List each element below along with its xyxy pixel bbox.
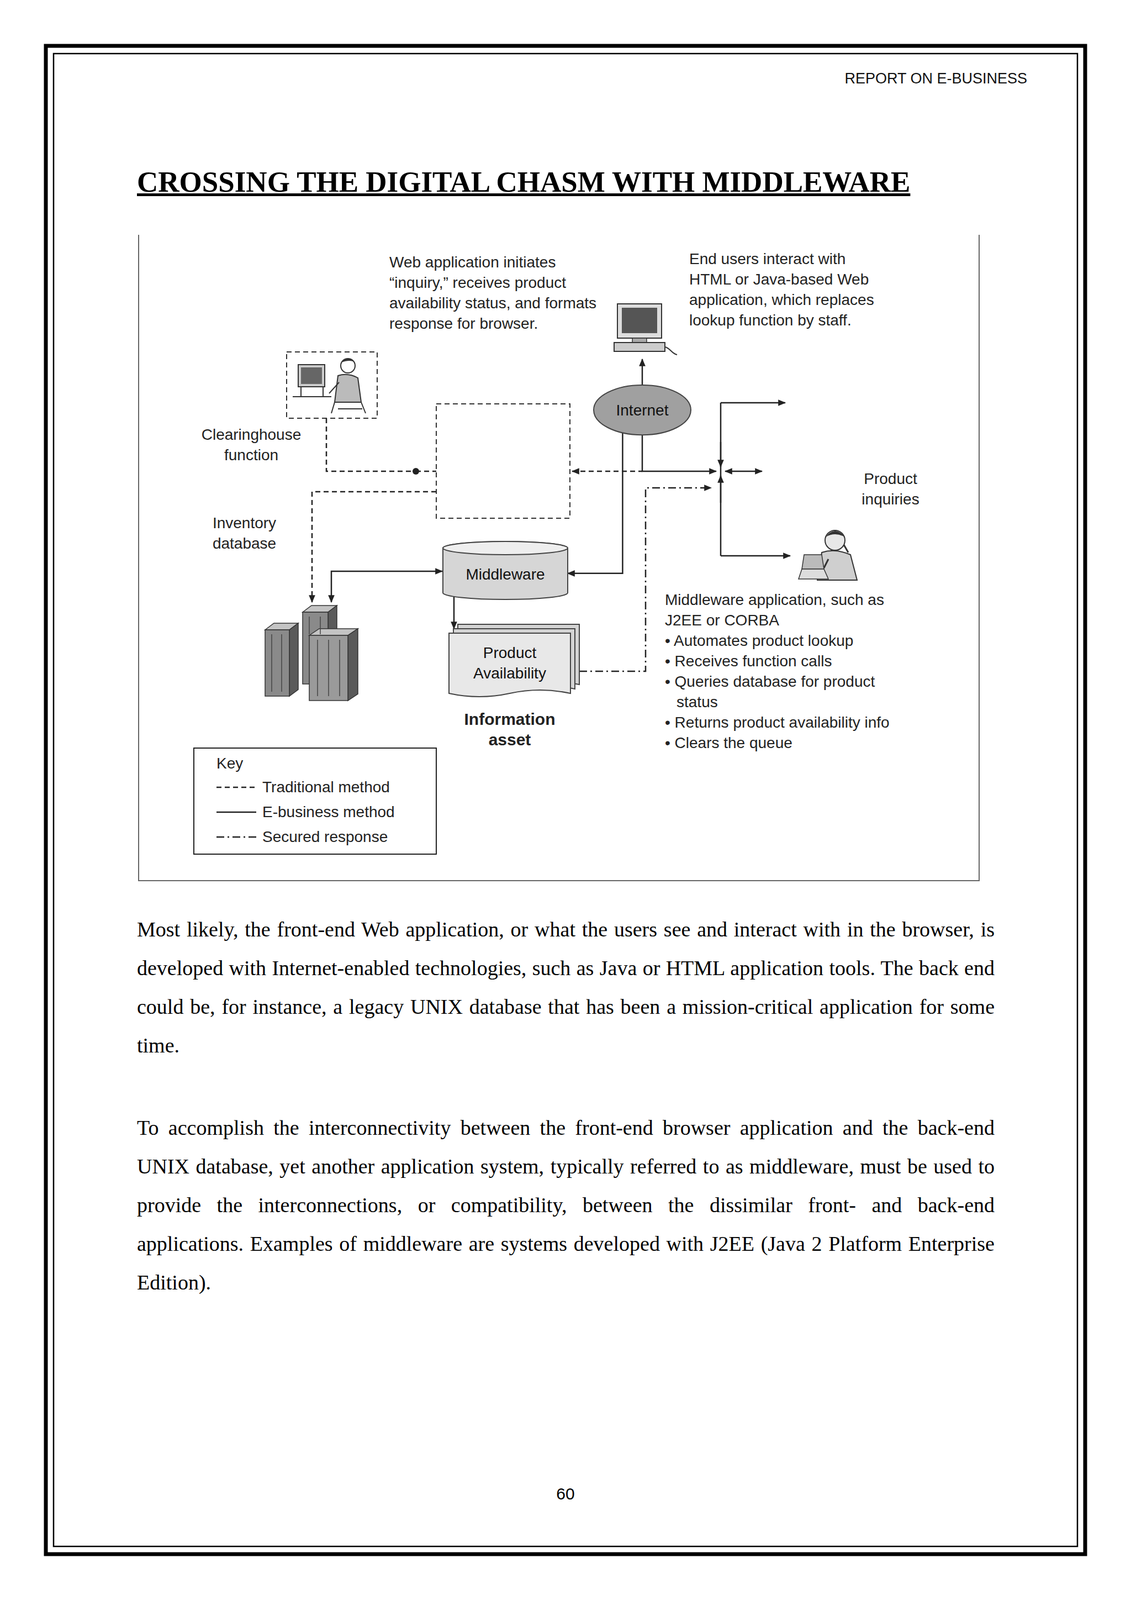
wire bbox=[720, 441, 722, 467]
connector-arrow bbox=[453, 596, 456, 629]
dashed-box bbox=[286, 351, 378, 419]
computer-icon bbox=[617, 303, 662, 338]
wire bbox=[720, 402, 786, 404]
page-number: 60 bbox=[537, 1483, 594, 1504]
legend-text: Traditional method bbox=[262, 776, 390, 797]
legend-text: E-business method bbox=[262, 801, 395, 822]
legend-title: Key bbox=[216, 752, 283, 774]
wire bbox=[415, 470, 437, 473]
wire bbox=[572, 470, 643, 473]
page-title: CROSSING THE DIGITAL CHASM WITH MIDDLEWA… bbox=[136, 164, 911, 200]
bullet-item: • Automates product lookup bbox=[664, 630, 908, 651]
bullet-item: • Returns product availability info bbox=[664, 711, 908, 733]
computer-icon bbox=[614, 342, 665, 352]
node-text: Middleware bbox=[446, 555, 564, 594]
legend-line-sample bbox=[216, 776, 257, 797]
figure-frame bbox=[138, 234, 980, 881]
person-icon bbox=[340, 358, 356, 373]
icon-label: Clearinghouse function bbox=[185, 424, 318, 465]
computer-icon bbox=[632, 337, 647, 343]
callout-text: Web application initiates “inquiry,” rec… bbox=[389, 251, 608, 334]
callout-text: End users interact with HTML or Java-bas… bbox=[689, 248, 880, 331]
callout-heading: Middleware application, such as J2EE or … bbox=[664, 589, 908, 631]
operator-icon bbox=[825, 530, 845, 537]
connector-arrow bbox=[567, 432, 623, 574]
network-ellipse bbox=[593, 384, 691, 435]
operator-icon bbox=[801, 554, 824, 569]
wire bbox=[720, 555, 791, 557]
legend-line-sample bbox=[216, 836, 257, 838]
callout-group: Middleware application, such as J2EE or … bbox=[664, 589, 908, 753]
legend-row: E-business method bbox=[216, 801, 395, 822]
middleware-cylinder: Middleware bbox=[442, 540, 569, 600]
cylinder-top bbox=[442, 541, 568, 555]
server-icon bbox=[289, 622, 299, 696]
legend-line-sample bbox=[216, 811, 257, 813]
wire bbox=[642, 431, 717, 472]
page-border bbox=[45, 45, 1086, 1554]
legend-box bbox=[193, 747, 437, 854]
body-paragraph: Most likely, the front-end Web applicati… bbox=[136, 909, 995, 1065]
person-icon bbox=[292, 386, 332, 397]
network-ellipse: Internet bbox=[593, 384, 692, 436]
wire bbox=[720, 475, 722, 503]
icon-label: Inventory database bbox=[193, 512, 296, 554]
person-icon bbox=[298, 364, 325, 387]
legend-row: Traditional method bbox=[216, 776, 390, 797]
node-heading: Information asset bbox=[454, 708, 565, 750]
body-paragraph: To accomplish the interconnectivity betw… bbox=[136, 1107, 995, 1302]
operator-icon bbox=[825, 530, 845, 551]
server-icon bbox=[271, 616, 340, 696]
dashed-box bbox=[436, 403, 570, 519]
legend-line-sample bbox=[216, 786, 257, 789]
node-text: Internet bbox=[604, 389, 680, 431]
operator-icon bbox=[798, 568, 829, 579]
icon-label: Product inquiries bbox=[842, 468, 939, 510]
computer-icon bbox=[621, 307, 658, 334]
wire bbox=[725, 470, 763, 473]
wire bbox=[720, 402, 722, 556]
computer-icon bbox=[664, 346, 678, 355]
server-icon bbox=[265, 629, 290, 696]
wire bbox=[641, 358, 644, 385]
running-header: REPORT ON E-BUSINESS bbox=[751, 68, 1028, 89]
wire bbox=[331, 571, 443, 602]
person-icon bbox=[341, 358, 356, 363]
operator-icon bbox=[823, 544, 849, 568]
wire bbox=[326, 418, 416, 472]
server-icon bbox=[265, 605, 358, 701]
server-icon bbox=[347, 628, 358, 701]
person-icon bbox=[329, 382, 366, 414]
legend-row: Secured response bbox=[216, 826, 388, 847]
bullet-item: • Clears the queue bbox=[664, 732, 908, 753]
person-icon bbox=[300, 367, 322, 384]
person-icon bbox=[334, 374, 362, 403]
legend-text: Secured response bbox=[262, 826, 388, 847]
document-stack: Product AvailabilityInformation asset bbox=[448, 624, 580, 698]
bullet-item: • Queries database for product status bbox=[664, 670, 908, 712]
node-text: Product Availability bbox=[452, 635, 568, 690]
cylinder-body bbox=[442, 541, 568, 600]
legend-line-sample bbox=[216, 826, 257, 847]
bullet-item: • Receives function calls bbox=[664, 650, 908, 671]
document-page bbox=[448, 632, 571, 697]
page-border bbox=[53, 53, 1078, 1546]
legend-line-sample bbox=[216, 801, 257, 822]
